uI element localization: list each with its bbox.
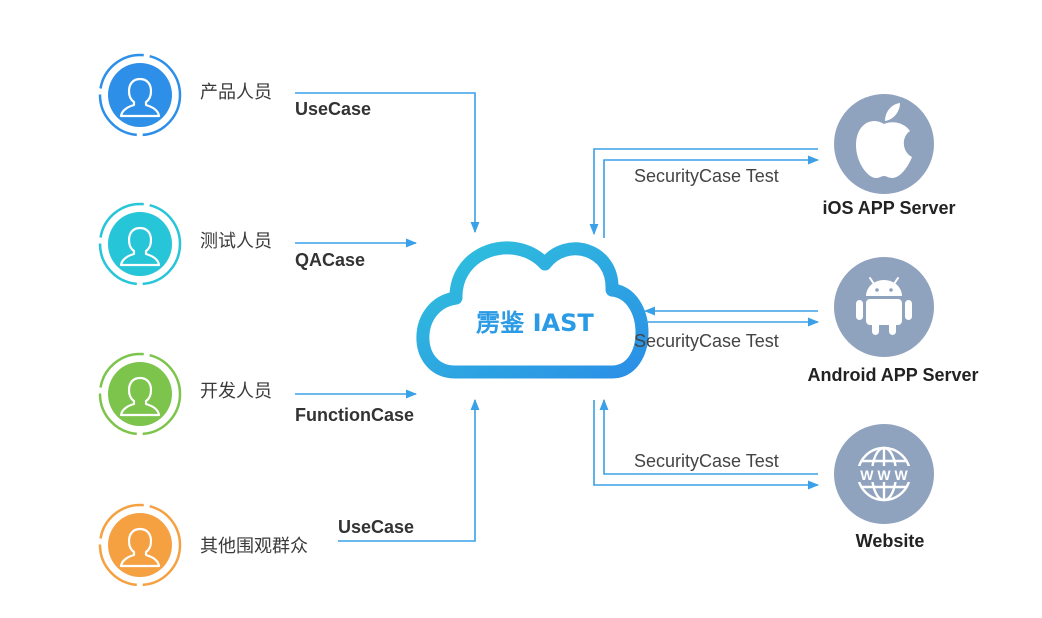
role-product: 产品人员 UseCase [98, 53, 371, 137]
flow-label-android: SecurityCase Test [634, 331, 779, 351]
user-icon [119, 376, 161, 417]
flow-arrow-website-out [593, 400, 820, 490]
case-label-tester: QACase [295, 250, 365, 270]
apple-icon [856, 103, 912, 178]
role-label-tester: 测试人员 [200, 231, 272, 252]
flow-arrow-ios-in [589, 148, 818, 236]
flow-arrow-others [338, 398, 480, 542]
tester-avatar [108, 212, 172, 276]
svg-text:W W W: W W W [860, 467, 908, 483]
server-website: W W W Website [834, 424, 934, 551]
cloud-outline [416, 241, 649, 379]
server-label-ios: iOS APP Server [822, 198, 955, 218]
case-label-product: UseCase [295, 99, 371, 119]
role-label-others: 其他围观群众 [200, 536, 308, 557]
developer-ring [98, 352, 182, 436]
flow-arrow-ios-out [603, 155, 820, 238]
role-label-product: 产品人员 [200, 82, 272, 103]
case-label-developer: FunctionCase [295, 405, 414, 425]
others-avatar [108, 513, 172, 577]
flow-label-ios: SecurityCase Test [634, 166, 779, 186]
flow-arrow-product [295, 92, 480, 234]
server-ios: iOS APP Server [822, 94, 956, 218]
server-label-website: Website [856, 531, 925, 551]
user-icon [119, 226, 161, 267]
user-icon [119, 527, 161, 568]
product-ring [98, 53, 182, 137]
product-avatar [108, 63, 172, 127]
cloud-label: 雳鉴 IAST [475, 309, 594, 337]
user-icon [119, 77, 161, 118]
developer-avatar [108, 362, 172, 426]
server-label-android: Android APP Server [807, 365, 978, 385]
role-developer: 开发人员 FunctionCase [98, 352, 414, 436]
globe-www-icon: W W W [856, 446, 912, 502]
flow-label-website: SecurityCase Test [634, 451, 779, 471]
tester-ring [98, 202, 182, 286]
role-tester: 测试人员 QACase [98, 202, 365, 286]
case-label-others: UseCase [338, 517, 414, 537]
android-icon [856, 277, 912, 335]
server-android: Android APP Server [807, 257, 979, 385]
iast-cloud: 雳鉴 IAST [416, 241, 649, 379]
others-ring [98, 503, 182, 587]
role-label-developer: 开发人员 [200, 381, 272, 402]
flow-arrow-website-in [599, 398, 818, 475]
role-others: 其他围观群众 UseCase [98, 503, 414, 587]
